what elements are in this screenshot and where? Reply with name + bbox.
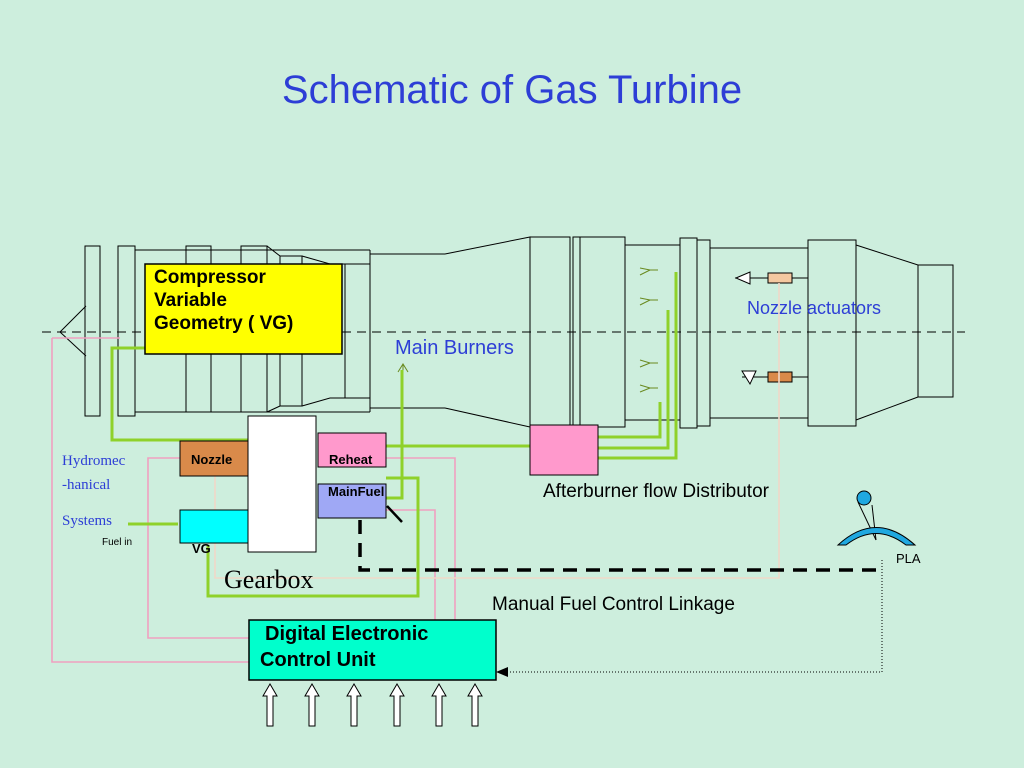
nozzle-actuator-bottom: [741, 370, 808, 386]
green-fuel-lines: [110, 272, 678, 598]
engine-outline: [59, 236, 954, 429]
decu-label: Digital Electronic Control Unit: [260, 621, 428, 673]
gearbox-label: Gearbox: [224, 565, 314, 594]
injector-marks: [397, 267, 658, 393]
decu-label-line-1: Digital Electronic: [265, 623, 429, 645]
afterburner-distributor-box: [529, 424, 599, 476]
compressor-vg-box: [144, 263, 343, 355]
compressor-label-line-1: Compressor: [154, 267, 266, 288]
fuel-in-label: Fuel in: [102, 537, 133, 548]
mainfuel-box: [317, 483, 387, 519]
compressor-vg-label: Compressor Variable Geometry ( VG): [154, 266, 293, 336]
compressor-label-line-2: Variable: [154, 290, 227, 312]
main-burners-label: Main Burners: [395, 337, 514, 359]
decu-box: [248, 619, 497, 681]
manual-fuel-control-linkage-label: Manual Fuel Control Linkage: [492, 594, 735, 615]
compressor-label-line-3: Geometry ( VG): [154, 313, 294, 335]
hydromechanical-label-3: Systems: [62, 513, 113, 529]
manual-fuel-control-linkage: [358, 520, 882, 572]
page-title: Schematic of Gas Turbine: [281, 68, 743, 112]
pla-signal-line: [500, 560, 883, 673]
decu-input-arrows: [262, 683, 483, 727]
nozzle-label: Nozzle: [191, 452, 233, 467]
pla-lever: [836, 490, 917, 546]
vg-box: [179, 509, 249, 544]
linkage-tick: [386, 505, 403, 523]
reheat-box: [317, 432, 387, 468]
mainfuel-label: MainFuel: [328, 484, 385, 499]
hydromechanical-label-2: -hanical: [62, 477, 111, 493]
decu-label-line-2: Control Unit: [260, 649, 376, 671]
afterburner-distributor-label: Afterburner flow Distributor: [543, 481, 769, 502]
pla-signal-arrow: [496, 667, 508, 677]
pla-label: PLA: [896, 551, 921, 566]
gearbox-box: [247, 415, 317, 553]
vg-label: VG: [192, 541, 211, 556]
nozzle-actuators-label: Nozzle actuators: [747, 298, 882, 318]
nozzle-box: [179, 440, 249, 477]
reheat-label: Reheat: [329, 452, 373, 467]
hydromechanical-label-1: Hydromec: [62, 453, 126, 469]
nozzle-actuator-top: [734, 271, 808, 285]
